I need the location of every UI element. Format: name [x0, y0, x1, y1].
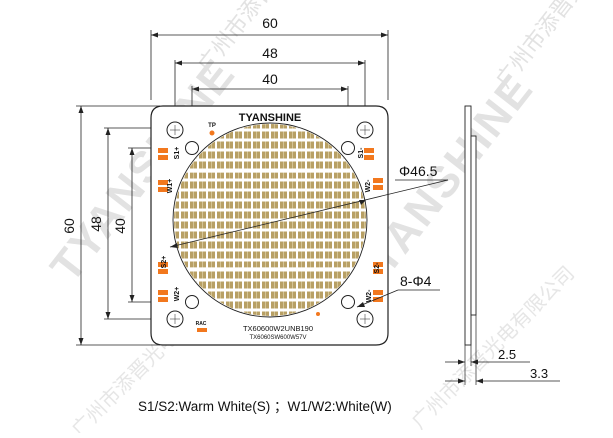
hole-crosshairs	[170, 125, 370, 324]
pad-label-s2-minus: S2-	[374, 262, 381, 274]
side-view	[464, 105, 477, 346]
tp-pad	[209, 130, 215, 136]
pads	[158, 148, 383, 302]
side-arrows	[458, 359, 483, 384]
pad-label-s1-minus: S1-	[358, 147, 365, 159]
watermark-company-cn-bottom-right: 广州市添晋光电有限公司	[407, 262, 579, 433]
dim-width-40: 40	[262, 71, 278, 87]
left-dimension-arrows	[78, 106, 135, 345]
dim-width-48: 48	[262, 45, 278, 61]
watermark-company-cn-right: 广州市添晋光电有限公司	[491, 0, 613, 93]
tp-label: TP	[208, 123, 216, 129]
board-brand: TYANSHINE	[239, 112, 302, 124]
part-number-1: TX60600W2UNB190	[243, 324, 313, 333]
diameter-arrow-right	[359, 200, 366, 205]
top-dimension-arrows	[151, 32, 388, 92]
watermark-company-cn-left: 广州市添晋光电有限公司	[193, 0, 362, 78]
dim-diameter: Φ46.5	[399, 163, 438, 179]
dim-holes: 8-Φ4	[400, 273, 432, 289]
pad-label-s2-plus: S2+	[161, 256, 168, 269]
dim-thickness-2-5: 2.5	[498, 347, 516, 362]
dim-height-48: 48	[88, 216, 104, 232]
legend-caption: S1/S2:Warm White(S) ；W1/W2:White(W)	[138, 399, 392, 414]
holes-arrow	[357, 302, 365, 307]
pad-label-w2-minus-bottom: W2-	[366, 289, 373, 303]
tp-pad-bottom	[316, 312, 320, 316]
dim-height-40: 40	[112, 218, 128, 234]
part-number-2: TX6060SW600W57V	[249, 335, 306, 341]
led-array-gaps	[174, 171, 366, 269]
pad-label-w1-plus: W1+	[167, 179, 174, 194]
small-mark: RAC	[196, 321, 207, 327]
pad-label-w2-minus: W2-	[365, 179, 372, 193]
dim-height-60: 60	[61, 218, 77, 234]
small-mark-pad	[197, 328, 207, 332]
pad-label-w2-plus: W2+	[174, 287, 181, 302]
watermark-bottom-right: 广州市添晋光电有限公司	[407, 262, 579, 434]
dim-width-60: 60	[262, 15, 278, 31]
diameter-arrow-left	[170, 243, 178, 248]
diameter-leader	[169, 179, 449, 248]
pad-label-s1-plus: S1+	[174, 147, 181, 160]
dim-thickness-3-3: 3.3	[530, 366, 548, 381]
